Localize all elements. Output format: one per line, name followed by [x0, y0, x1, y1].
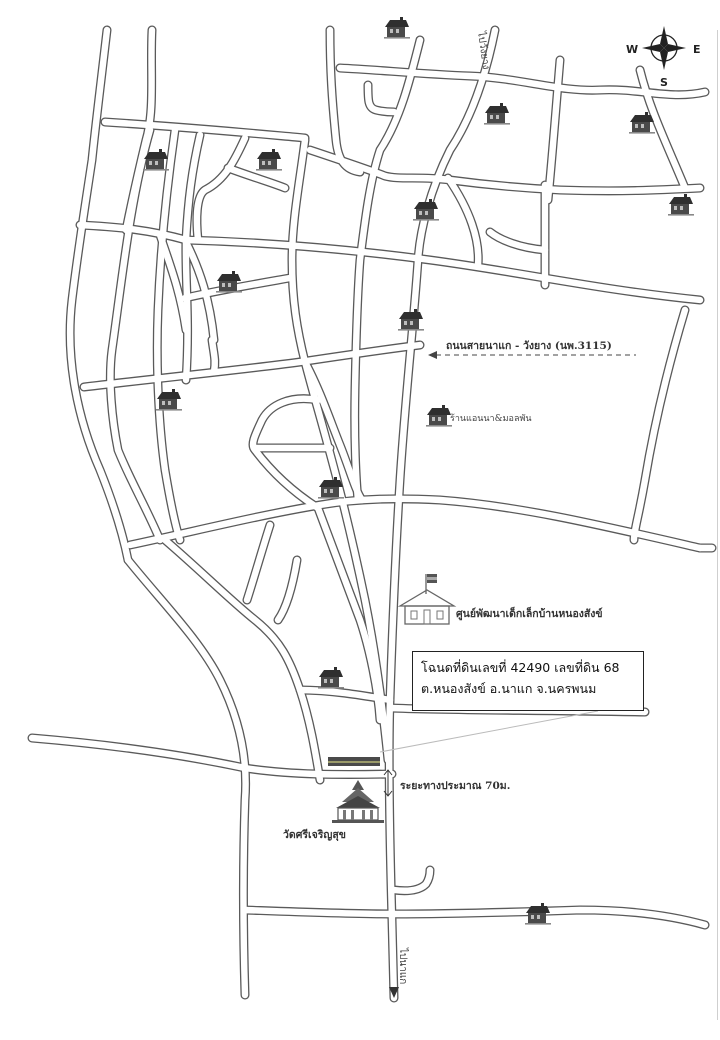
temple-icon: [332, 780, 384, 823]
house-icon: [318, 667, 344, 689]
page-border: [717, 30, 718, 1020]
house-icon: [256, 149, 282, 171]
distance-arrow: [383, 769, 393, 797]
highway-label: ถนนสายนาแก - วังยาง (นพ.3115): [446, 340, 612, 352]
house-icon: [629, 112, 655, 134]
house-icon: [484, 103, 510, 125]
road-network: [27, 25, 717, 1003]
land-deed-info-box: โฉนดที่ดินเลขที่ 42490 เลขที่ดิน 68 ต.หน…: [412, 651, 644, 711]
house-icon: [398, 309, 424, 331]
temple-label: วัดศรีเจริญสุข: [283, 828, 346, 842]
house-icon: [384, 17, 410, 39]
road-top-label: ไปวังยาง: [475, 30, 492, 71]
school-icon: [397, 574, 457, 625]
compass-s: S: [660, 76, 668, 89]
compass-rose-icon: W E S: [626, 26, 701, 89]
house-icon: [668, 194, 694, 216]
road-bottom-label: ไปนาแก: [397, 947, 409, 984]
child-center-label: ศูนย์พัฒนาเด็กเล็กบ้านหนองสังข์: [456, 606, 603, 621]
deed-pointer-line: [379, 710, 599, 753]
distance-label: ระยะทางประมาณ 70ม.: [400, 780, 510, 792]
compass-e: E: [693, 43, 701, 56]
deed-line-2: ต.หนองสังข์ อ.นาแก จ.นครพนม: [421, 680, 597, 696]
highway-callout: ถนนสายนาแก - วังยาง (นพ.3115): [428, 340, 636, 359]
deed-line-1: โฉนดที่ดินเลขที่ 42490 เลขที่ดิน 68: [421, 660, 620, 675]
house-icon: [413, 199, 439, 221]
house-icon: [426, 405, 452, 427]
shop-label: ร้านแอนนา&มอลพัน: [450, 413, 532, 424]
south-arrow-icon: [389, 987, 399, 998]
compass-w: W: [626, 43, 638, 56]
